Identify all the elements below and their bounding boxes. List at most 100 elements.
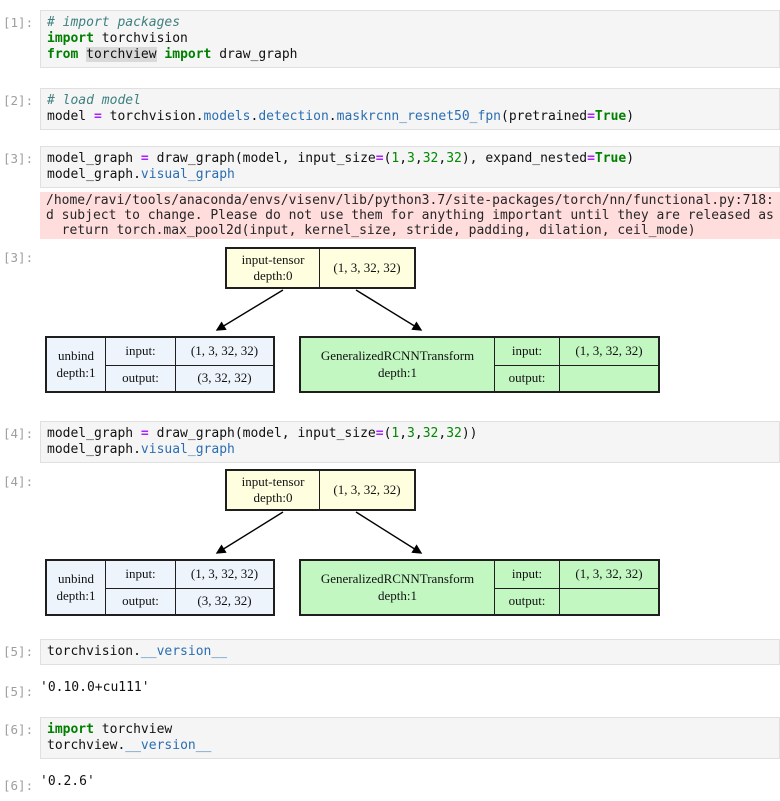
node-input-value: (1, 3, 32, 32) (559, 561, 658, 588)
code-token: model_graph. (47, 167, 141, 182)
code-token: , (399, 426, 408, 441)
code-token: . (250, 109, 259, 124)
code-token: ( (383, 426, 392, 441)
node-input-label: input: (494, 561, 559, 588)
node-label-name: input-tensor (241, 473, 305, 489)
code-token: # load model (47, 93, 141, 108)
output-value-torchview-version: '0.2.6' (40, 774, 95, 789)
node-label-depth: depth:1 (56, 364, 96, 380)
node-label-name: GeneralizedRCNNTransform (320, 571, 475, 587)
code-line: model_graph = draw_graph(model, input_si… (47, 426, 779, 442)
code-token: = (93, 109, 102, 124)
node-shape-value: (1, 3, 32, 32) (319, 249, 414, 287)
code-token: = (375, 426, 384, 441)
code-token: 3 (407, 151, 415, 166)
code-token: = (587, 109, 595, 124)
code-token: torchview (93, 722, 173, 737)
code-token: 32 (422, 151, 439, 166)
node-output-value (559, 587, 658, 614)
node-label-depth: depth:1 (56, 587, 96, 603)
code-token: model_graph (47, 426, 141, 441)
output-prompt-4[interactable]: [4]: (3, 474, 34, 489)
code-token: , (399, 151, 408, 166)
code-token: ), expand_nested (461, 151, 588, 166)
node-label-name: unbind (57, 571, 95, 587)
code-token: model_graph. (47, 442, 141, 457)
input-cell-2: [2]: # load model model = torchvision.mo… (0, 88, 780, 130)
output-prompt-3[interactable]: [3]: (3, 250, 34, 265)
code-token: , (438, 151, 447, 166)
code-token: torchvision. (47, 644, 141, 659)
node-label: unbind depth:1 (47, 338, 105, 391)
graph-node-generalizedrcnntransform: GeneralizedRCNNTransform depth:1 input: … (299, 559, 660, 616)
graph-node-input-tensor: input-tensor depth:0 (1, 3, 32, 32) (225, 469, 416, 511)
code-token: ) (626, 109, 635, 124)
node-input-label: input: (494, 338, 559, 365)
code-token: draw_graph(model, input_size (148, 426, 376, 441)
node-output-value: (3, 32, 32) (175, 364, 273, 391)
output-prompt-6[interactable]: [6]: (3, 778, 34, 793)
code-token: )) (461, 426, 478, 441)
output-value-torchvision-version: '0.10.0+cu111' (40, 680, 150, 695)
node-output-label: output: (494, 364, 559, 391)
node-label-depth: depth:1 (378, 364, 417, 380)
input-prompt-6[interactable]: [6]: (3, 722, 34, 737)
node-label-depth: depth:0 (253, 268, 293, 283)
code-token: __version__ (140, 644, 228, 659)
code-token: from (47, 47, 79, 62)
code-token: model (47, 109, 94, 124)
node-input-value: (1, 3, 32, 32) (175, 338, 273, 365)
input-prompt-5[interactable]: [5]: (3, 644, 34, 659)
code-line: model_graph.visual_graph (47, 167, 779, 183)
node-input-value: (1, 3, 32, 32) (175, 561, 273, 588)
stderr-output: /home/ravi/tools/anaconda/envs/visenv/li… (0, 192, 780, 239)
code-token: __version__ (125, 738, 212, 753)
code-line: model = torchvision.models.detection.mas… (47, 109, 779, 125)
input-prompt-1[interactable]: [1]: (3, 15, 34, 30)
input-prompt-4[interactable]: [4]: (3, 426, 34, 441)
input-cell-4: [4]: model_graph = draw_graph(model, inp… (0, 421, 780, 463)
output-cell-4: [4]: input-tensor depth:0 (1, 3, 32, 32)… (0, 469, 780, 619)
input-cell-5: [5]: torchvision.__version__ (0, 639, 780, 665)
graph-node-unbind: unbind depth:1 input: (1, 3, 32, 32) out… (45, 559, 275, 616)
input-prompt-3[interactable]: [3]: (3, 151, 34, 166)
code-token: , (438, 426, 447, 441)
node-label-depth: depth:1 (378, 587, 417, 603)
code-token: (pretrained (501, 109, 588, 124)
code-token: visual_graph (140, 167, 235, 182)
code-token: . (328, 109, 337, 124)
node-output-value: (3, 32, 32) (175, 587, 273, 614)
node-input-label: input: (105, 338, 175, 365)
warning-line: d subject to change. Please do not use t… (46, 208, 774, 223)
code-token: ) (626, 151, 635, 166)
code-line: model_graph.visual_graph (47, 442, 779, 458)
code-token: torchview (86, 47, 157, 62)
code-editor-5[interactable]: torchvision.__version__ (40, 639, 780, 665)
code-line: torchview.__version__ (47, 738, 779, 754)
code-token: visual_graph (140, 442, 235, 457)
code-editor-6[interactable]: import torchview torchview.__version__ (40, 717, 780, 759)
node-input-label: input: (105, 561, 175, 588)
code-editor-1[interactable]: # import packages import torchvision fro… (40, 10, 780, 68)
code-editor-2[interactable]: # load model model = torchvision.models.… (40, 88, 780, 130)
graph-node-unbind: unbind depth:1 input: (1, 3, 32, 32) out… (45, 336, 275, 393)
code-token: 3 (407, 426, 415, 441)
code-editor-4[interactable]: model_graph = draw_graph(model, input_si… (40, 421, 780, 463)
node-shape-value: (1, 3, 32, 32) (319, 471, 414, 509)
input-prompt-2[interactable]: [2]: (3, 93, 34, 108)
node-label: unbind depth:1 (47, 561, 105, 614)
code-token: torchvision (93, 31, 188, 46)
model-graph-3: input-tensor depth:0 (1, 3, 32, 32) unbi… (40, 245, 780, 397)
code-token: 32 (446, 151, 462, 166)
warning-line: return torch.max_pool2d(input, kernel_si… (46, 223, 696, 238)
node-label-name: input-tensor (241, 251, 305, 267)
code-token: import (164, 47, 212, 62)
output-prompt-5[interactable]: [5]: (3, 684, 34, 699)
graph-node-input-tensor: input-tensor depth:0 (1, 3, 32, 32) (225, 247, 416, 289)
output-cell-6: [6]: '0.2.6' (0, 773, 780, 794)
code-token: detection (258, 109, 329, 124)
code-token: ( (383, 151, 392, 166)
code-editor-3[interactable]: model_graph = draw_graph(model, input_si… (40, 146, 780, 188)
code-token: = (140, 151, 149, 166)
code-token: models (203, 109, 251, 124)
